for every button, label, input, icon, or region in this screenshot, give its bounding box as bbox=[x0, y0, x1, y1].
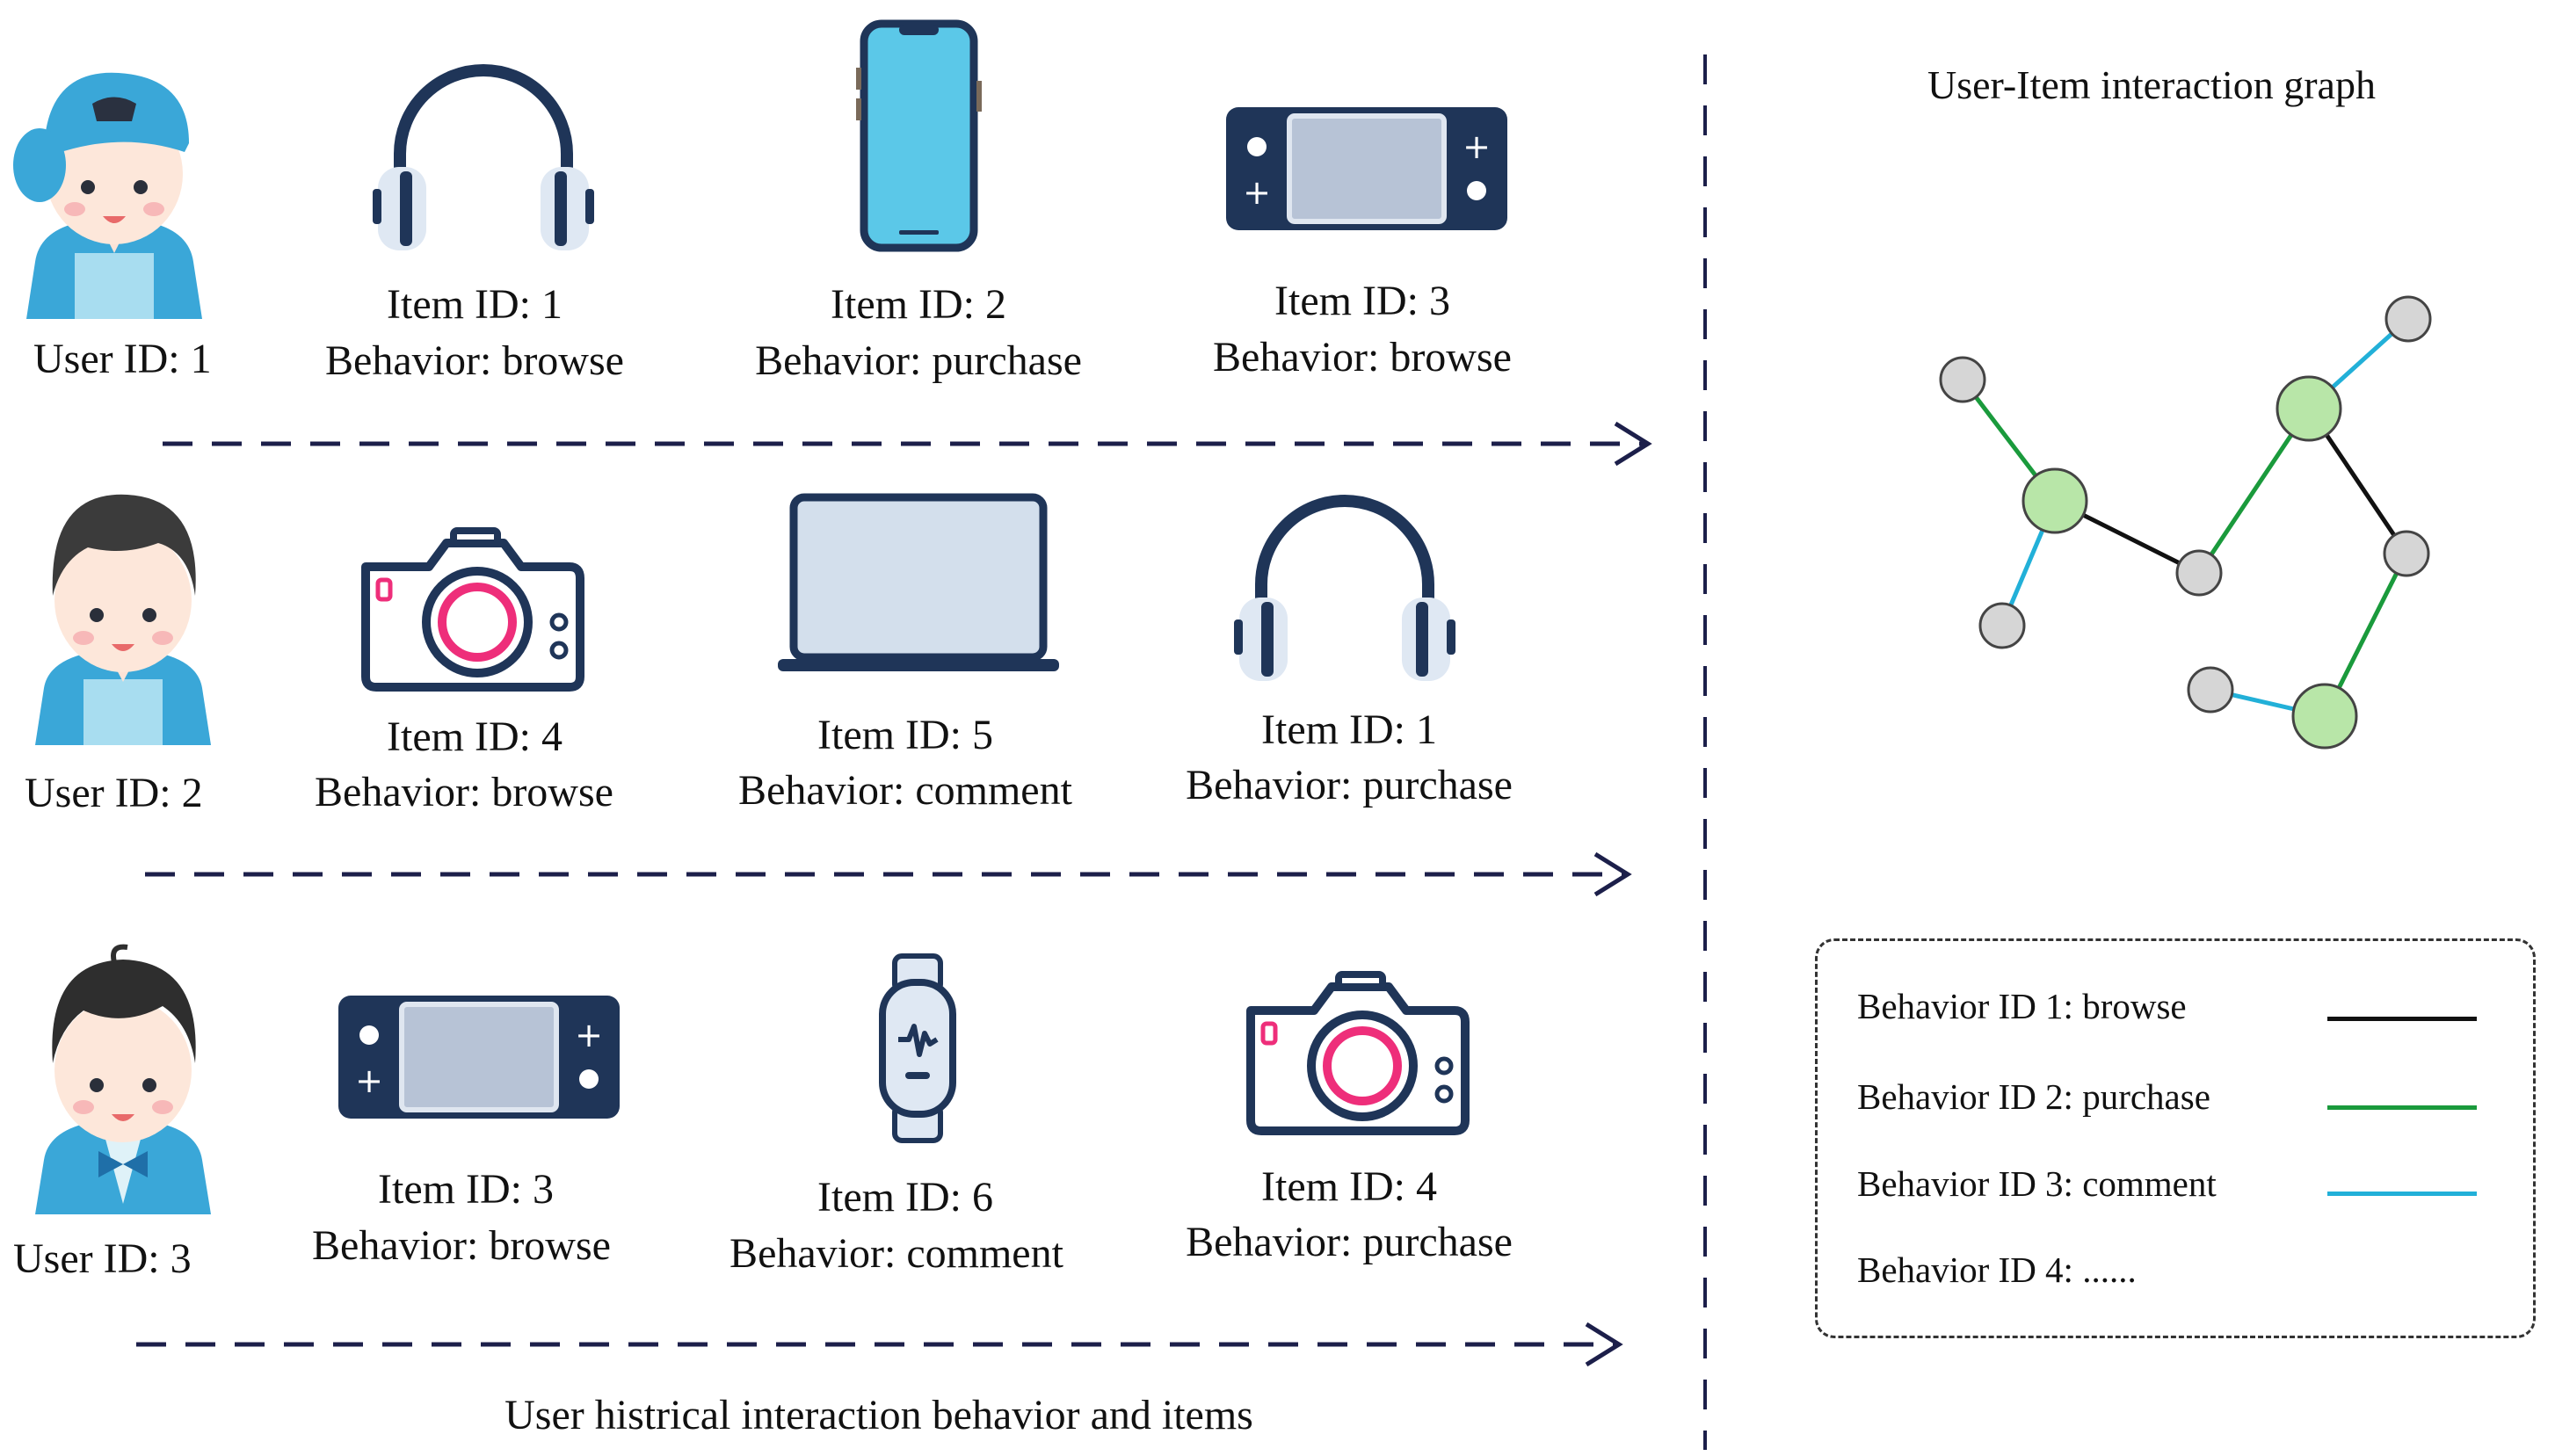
row2-item1-behavior: Behavior: browse bbox=[315, 769, 613, 815]
item-node bbox=[2021, 467, 2088, 534]
row2-item2-id: Item ID: 5 bbox=[817, 712, 993, 758]
row1-item2-behavior: Behavior: purchase bbox=[755, 337, 1082, 384]
user-1-label: User ID: 1 bbox=[33, 336, 212, 382]
row3-item2-id: Item ID: 6 bbox=[817, 1174, 993, 1221]
user-3-avatar bbox=[35, 944, 211, 1214]
legend-label-comment: Behavior ID 3: comment bbox=[1857, 1163, 2217, 1204]
user-node bbox=[1939, 356, 1986, 403]
user-node bbox=[1978, 602, 2026, 649]
user-3-label: User ID: 3 bbox=[13, 1235, 192, 1282]
row2-item3-behavior: Behavior: purchase bbox=[1186, 762, 1513, 808]
user-node bbox=[2187, 666, 2234, 714]
legend-label-more: Behavior ID 4: ...... bbox=[1857, 1250, 2137, 1290]
row3-item1-behavior: Behavior: browse bbox=[312, 1222, 611, 1269]
user-node bbox=[2384, 295, 2432, 343]
graph-title: User-Item interaction graph bbox=[1927, 62, 2376, 107]
row3-item2-behavior: Behavior: comment bbox=[729, 1230, 1063, 1277]
row1-item3-id: Item ID: 3 bbox=[1274, 278, 1450, 324]
row2-item2-behavior: Behavior: comment bbox=[738, 767, 1072, 814]
behavior-legend: Behavior ID 1: browse Behavior ID 2: pur… bbox=[1815, 938, 2536, 1338]
item-node bbox=[2291, 683, 2358, 750]
row1-item1-behavior: Behavior: browse bbox=[325, 337, 624, 384]
left-panel-caption: User histrical interaction behavior and … bbox=[504, 1392, 1253, 1438]
legend-label-browse: Behavior ID 1: browse bbox=[1857, 986, 2187, 1026]
row2-item1-id: Item ID: 4 bbox=[387, 714, 563, 760]
legend-line-browse bbox=[2327, 1017, 2477, 1021]
user-1-avatar bbox=[13, 72, 202, 319]
panel-divider bbox=[1703, 54, 1707, 1450]
row3-item3-behavior: Behavior: purchase bbox=[1186, 1219, 1513, 1265]
legend-line-comment bbox=[2327, 1192, 2477, 1196]
user-node bbox=[2175, 549, 2223, 597]
row2-item3-id: Item ID: 1 bbox=[1261, 706, 1437, 753]
legend-label-purchase: Behavior ID 2: purchase bbox=[1857, 1076, 2210, 1117]
row3-item3-id: Item ID: 4 bbox=[1261, 1163, 1437, 1210]
row1-item3-behavior: Behavior: browse bbox=[1213, 334, 1512, 380]
row1-item1-id: Item ID: 1 bbox=[387, 281, 563, 328]
user-2-label: User ID: 2 bbox=[25, 770, 203, 816]
user-2-avatar bbox=[35, 494, 211, 745]
row1-item2-id: Item ID: 2 bbox=[831, 281, 1006, 328]
user-node bbox=[2383, 530, 2430, 577]
item-node bbox=[2276, 375, 2342, 442]
interaction-graph bbox=[1939, 295, 2432, 750]
row3-item1-id: Item ID: 3 bbox=[378, 1166, 554, 1213]
legend-line-purchase bbox=[2327, 1105, 2477, 1110]
